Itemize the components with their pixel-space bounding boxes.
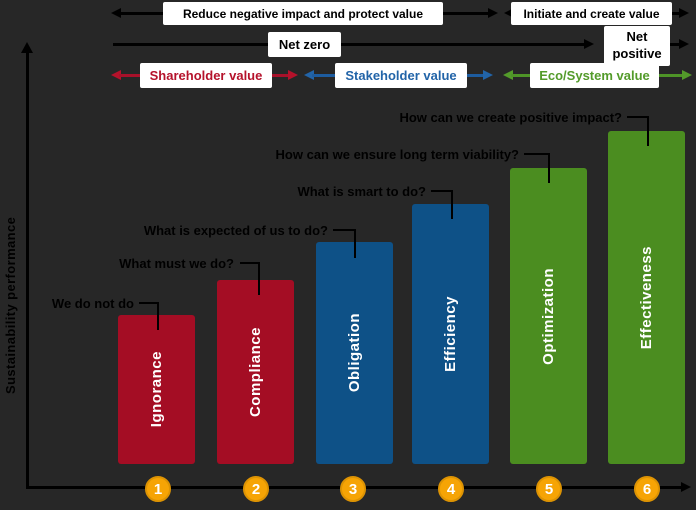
right-arrowhead-icon — [679, 8, 689, 18]
stage-number-badge: 1 — [145, 476, 171, 502]
stage-annotation: How can we ensure long term viability? — [275, 147, 519, 162]
bar-label: Effectiveness — [638, 245, 655, 350]
right-arrowhead-icon — [483, 70, 493, 80]
right-arrowhead-icon — [682, 70, 692, 80]
right-arrowhead-icon — [679, 39, 689, 49]
y-axis-line — [26, 52, 29, 487]
net-zero-box: Net zero — [268, 32, 341, 57]
bar-label: Optimization — [540, 267, 557, 365]
arrow-shaft — [659, 74, 683, 77]
bar-optimization: Optimization — [510, 168, 587, 464]
y-axis-label: Sustainability performance — [3, 216, 18, 394]
arrow-shaft — [113, 43, 585, 46]
stage-annotation: What must we do? — [119, 256, 234, 271]
header-box-initiate-value: Initiate and create value — [511, 2, 672, 25]
bar-ignorance: Ignorance — [118, 315, 195, 464]
bar-label: Ignorance — [148, 351, 165, 428]
right-arrowhead-icon — [584, 39, 594, 49]
annotation-connector — [524, 153, 550, 183]
arrow-shaft — [119, 74, 140, 77]
y-axis-arrowhead-icon — [21, 42, 33, 53]
left-arrowhead-icon — [111, 70, 121, 80]
stage-number-badge: 3 — [340, 476, 366, 502]
bar-label: Obligation — [346, 313, 363, 393]
annotation-connector — [627, 116, 649, 146]
header-box-reduce-impact: Reduce negative impact and protect value — [163, 2, 443, 25]
bar-label: Compliance — [247, 326, 264, 418]
bar-efficiency: Efficiency — [412, 204, 489, 464]
left-arrowhead-icon — [504, 8, 514, 18]
left-arrowhead-icon — [304, 70, 314, 80]
annotation-connector — [333, 229, 356, 258]
arrow-shaft — [672, 12, 680, 15]
arrow-shaft — [467, 74, 484, 77]
bar-compliance: Compliance — [217, 280, 294, 464]
stage-number-badge: 2 — [243, 476, 269, 502]
annotation-connector — [431, 190, 453, 219]
ecosystem-value-box: Eco/System value — [530, 63, 659, 88]
bar-label: Efficiency — [442, 296, 459, 372]
stage-number-badge: 6 — [634, 476, 660, 502]
annotation-connector — [240, 262, 260, 295]
x-axis-arrowhead-icon — [681, 482, 691, 492]
arrow-shaft — [443, 12, 489, 15]
stage-annotation: What is expected of us to do? — [143, 223, 328, 238]
left-arrowhead-icon — [503, 70, 513, 80]
shareholder-value-box: Shareholder value — [140, 63, 272, 88]
stage-number-badge: 4 — [438, 476, 464, 502]
right-arrowhead-icon — [488, 8, 498, 18]
arrow-shaft — [272, 74, 289, 77]
stakeholder-value-box: Stakeholder value — [335, 63, 467, 88]
arrow-shaft — [670, 43, 680, 46]
stage-annotation: What is smart to do? — [297, 184, 426, 199]
right-arrowhead-icon — [288, 70, 298, 80]
arrow-shaft — [312, 74, 335, 77]
stage-annotation: We do not do — [51, 296, 134, 311]
stage-annotation: How can we create positive impact? — [399, 110, 622, 125]
annotation-connector — [139, 302, 159, 330]
bar-effectiveness: Effectiveness — [608, 131, 685, 464]
left-arrowhead-icon — [111, 8, 121, 18]
stage-number-badge: 5 — [536, 476, 562, 502]
bar-obligation: Obligation — [316, 242, 393, 464]
arrow-shaft — [511, 74, 530, 77]
net-positive-box: Net positive — [604, 26, 670, 66]
arrow-shaft — [119, 12, 163, 15]
